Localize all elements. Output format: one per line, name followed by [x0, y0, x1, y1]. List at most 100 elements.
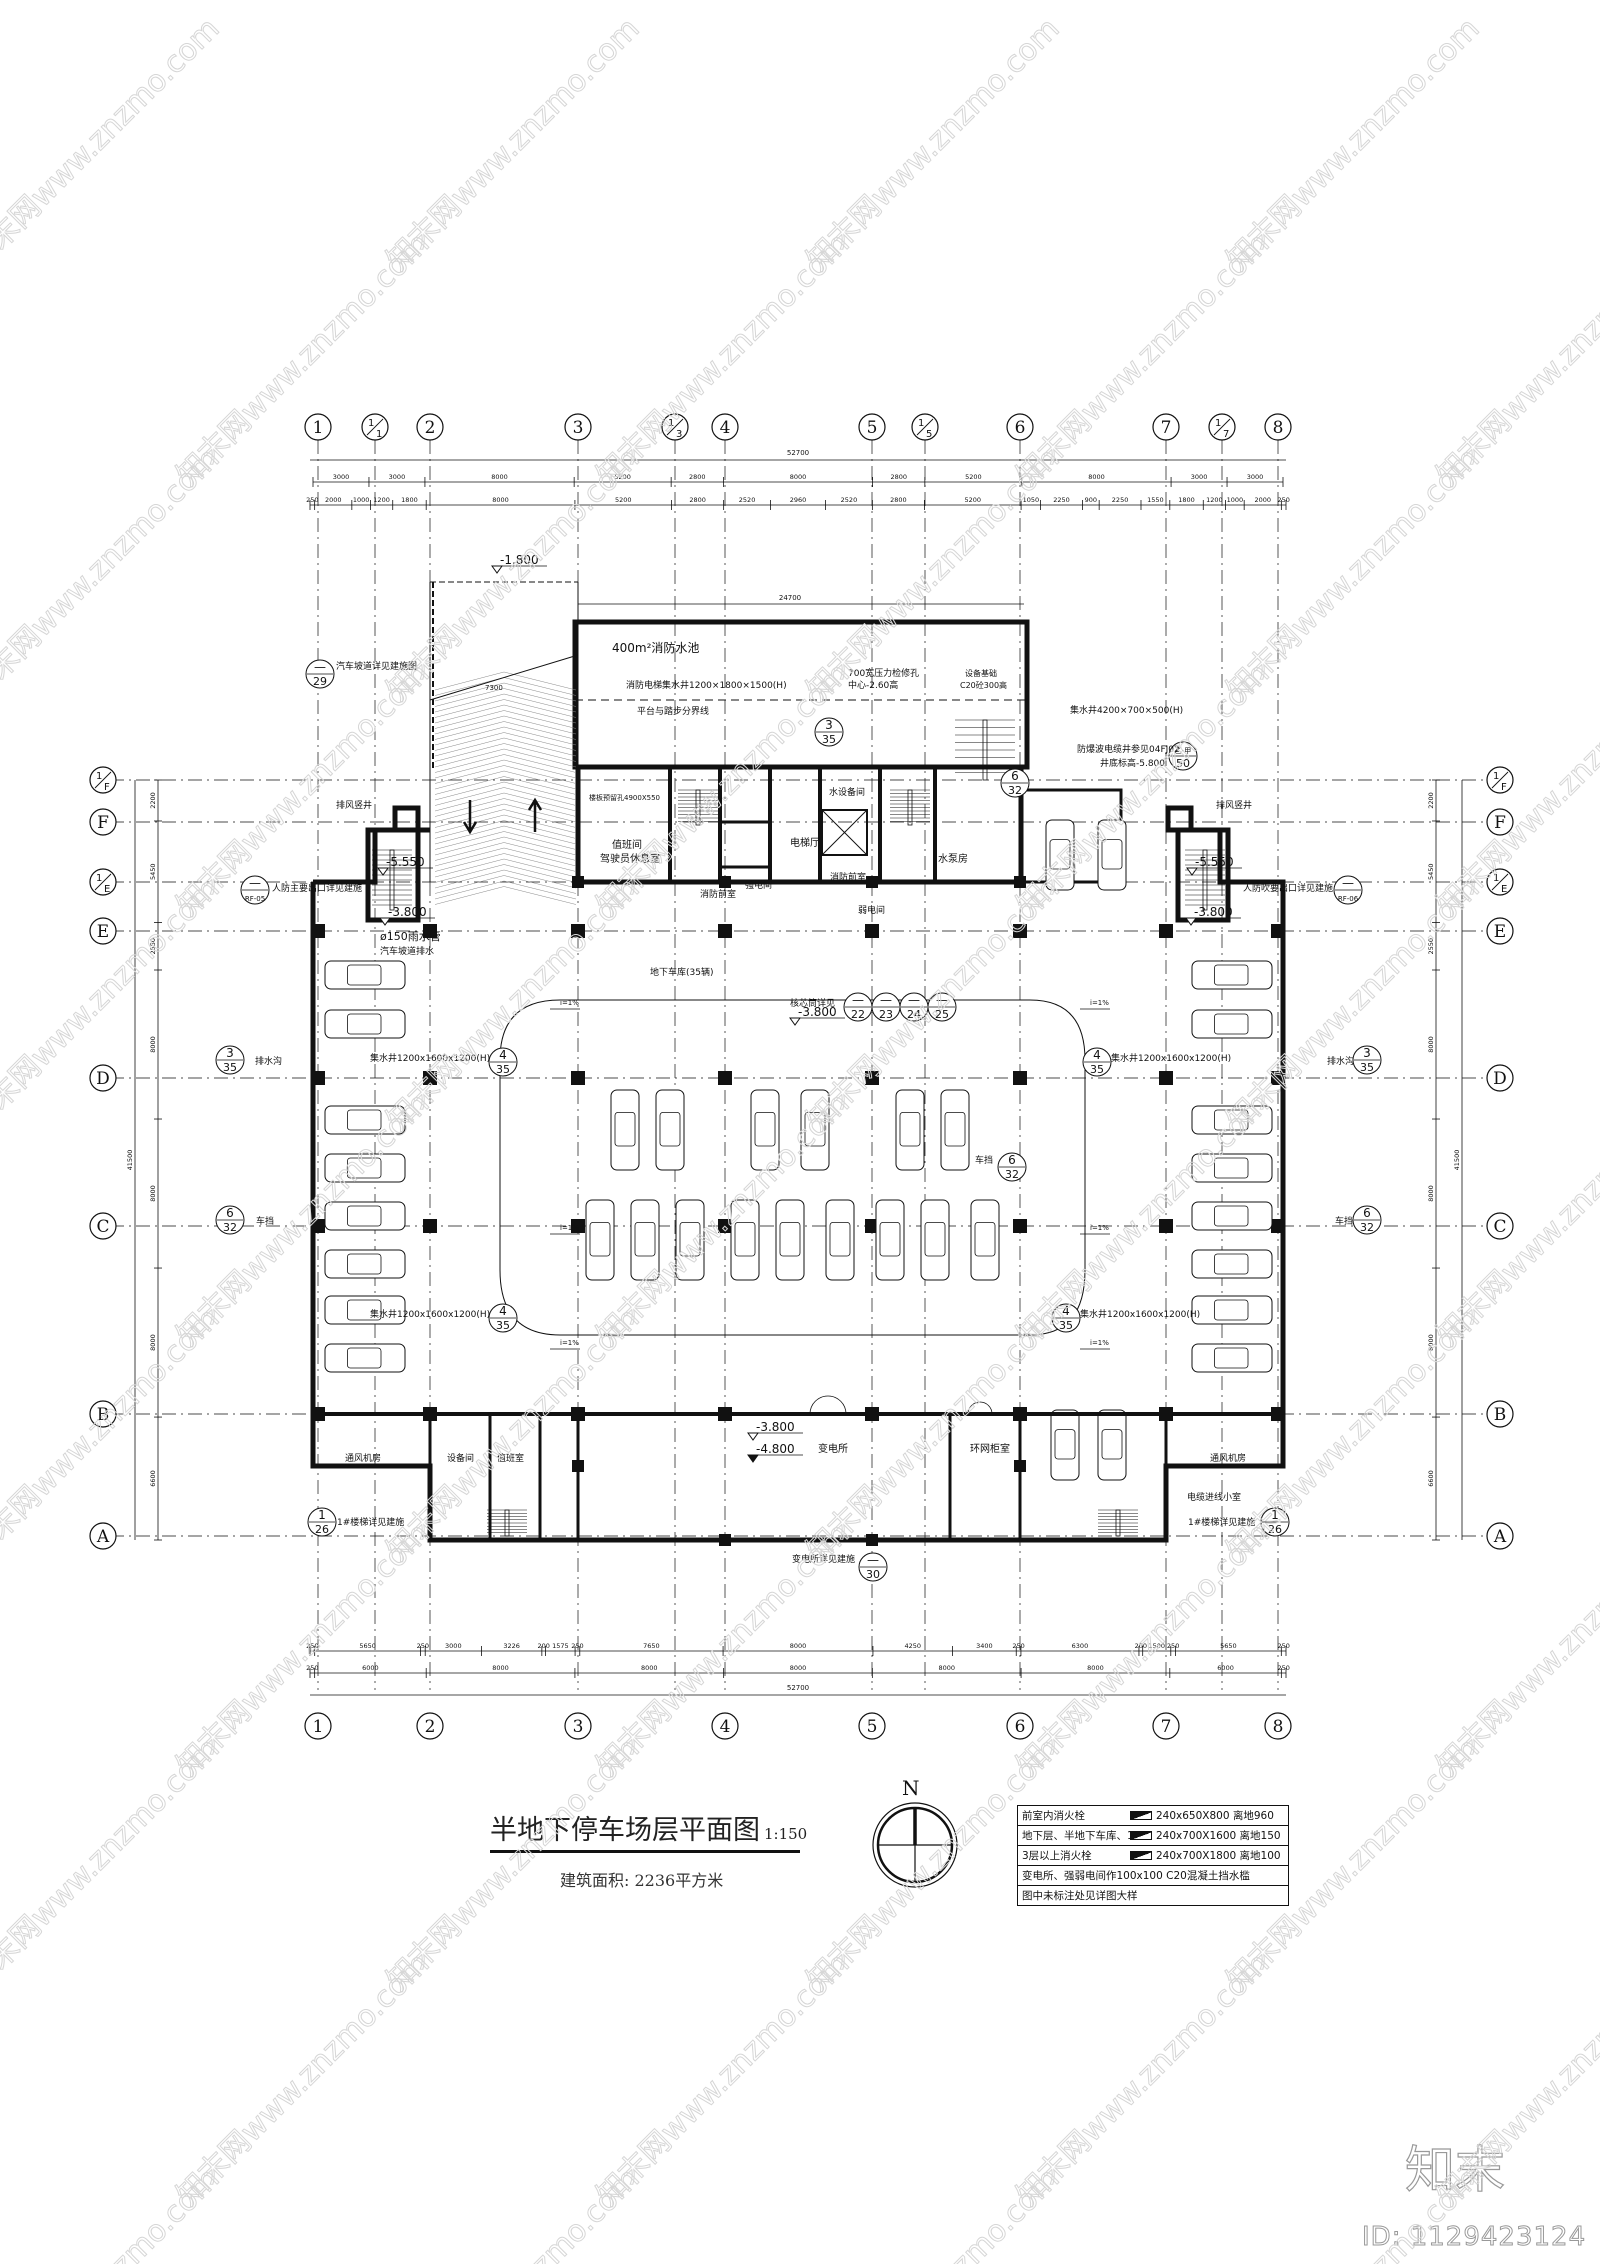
dimension-value: 6000	[1217, 1664, 1234, 1672]
dimension-value: 6600	[1427, 1470, 1435, 1487]
label: 50	[1176, 757, 1190, 770]
label: 1	[376, 429, 382, 440]
elevation-icon	[491, 565, 503, 574]
structural-column	[1159, 924, 1173, 938]
room-label: 中心-2.60高	[848, 679, 898, 691]
car-icon	[775, 1199, 805, 1281]
label: 32	[1005, 1168, 1019, 1181]
label: 32	[223, 1221, 237, 1234]
dimension-value: 5650	[359, 1642, 376, 1650]
axis-bubble-top	[1006, 413, 1034, 441]
stair-icon	[487, 1509, 527, 1537]
room-label: 变电所	[818, 1442, 848, 1455]
room-label: 楼板预留孔4900X550	[589, 793, 660, 802]
structural-column	[865, 1071, 879, 1085]
car-icon	[324, 1201, 406, 1231]
label: 30	[866, 1568, 880, 1581]
room-label: 环网柜室	[970, 1442, 1010, 1455]
driving-aisle-loop	[499, 999, 1086, 1336]
room-label: 车挡	[256, 1215, 274, 1227]
label: 7	[1223, 429, 1229, 440]
ramp-down-arrow-icon	[462, 800, 478, 835]
car-icon	[630, 1199, 660, 1281]
exhaust-shaft-right	[1165, 805, 1194, 833]
structural-column	[423, 924, 437, 938]
label: 35	[223, 1061, 237, 1074]
structural-column	[719, 876, 731, 888]
axis-label: 2	[425, 418, 436, 438]
room-label: 核芯筒详见	[790, 997, 835, 1009]
car-icon	[1191, 1343, 1273, 1373]
axis-label: 2	[425, 1717, 436, 1737]
axis-bubble-left	[89, 808, 117, 836]
structural-column	[311, 1071, 325, 1085]
dimension-value: 8000	[149, 1185, 157, 1202]
structural-column	[718, 1219, 732, 1233]
label: 4	[499, 1304, 507, 1318]
label: —	[314, 660, 326, 674]
stair-icon	[890, 789, 930, 826]
axis-label: D	[96, 1069, 110, 1089]
dimension-value: 8000	[1427, 1334, 1435, 1351]
structural-column	[1271, 1219, 1285, 1233]
shaft	[718, 765, 772, 824]
dimension-value: 3000	[445, 1642, 462, 1650]
room-label: 驾驶员休息室	[600, 852, 660, 865]
axis-bubble-bottom	[1264, 1712, 1292, 1740]
axis-label: F	[97, 813, 109, 833]
room-label: 1#楼梯详见建施	[337, 1516, 404, 1528]
double-door-icon	[967, 1401, 993, 1415]
elevator-car	[821, 809, 868, 856]
stair-enclosure-right	[1175, 827, 1231, 923]
axis-label: 5	[867, 418, 878, 438]
room-label: 汽车坡道详见建施图	[336, 660, 417, 672]
car-icon	[800, 1089, 830, 1171]
dimension-value: 8000	[1427, 1036, 1435, 1053]
label: F	[104, 782, 110, 793]
axis-label: D	[1493, 1069, 1507, 1089]
dimension-value: 24700	[779, 594, 801, 602]
slope-label: i=1%	[1090, 999, 1109, 1007]
label: RF-05	[245, 895, 265, 903]
car-icon	[940, 1089, 970, 1171]
dimension-value: 8000	[790, 1664, 807, 1672]
label: 1	[96, 873, 102, 884]
car-icon	[1191, 1201, 1273, 1231]
room-label: 1#楼梯详见建施	[1188, 1516, 1255, 1528]
title-text: 半地下停车场层平面图	[490, 1815, 760, 1846]
car-icon	[1097, 1409, 1127, 1481]
legend-row: 地下层、半地下车库、1-3层内消火栓240x700X1600 离地150	[1018, 1826, 1288, 1846]
dimension-value: 1050	[1023, 496, 1040, 504]
dimension-value: 2200	[149, 792, 157, 809]
slope-label: i=1%	[1090, 1339, 1109, 1347]
dimension-value: 2800	[689, 496, 706, 504]
elevation-value: -1.800	[500, 553, 539, 567]
dimension-value: 7300	[485, 684, 503, 692]
dimension-value: 4250	[904, 1642, 921, 1650]
stair-icon	[955, 719, 1015, 781]
axis-bubble-right	[1486, 1212, 1514, 1240]
axis-bubble-left	[89, 917, 117, 945]
axis-label: A	[96, 1527, 110, 1547]
elevation-value: -3.800	[756, 1420, 795, 1434]
area-label: 建筑面积: 2236平方米	[560, 1871, 724, 1890]
label: 32	[1008, 784, 1022, 797]
car-icon	[825, 1199, 855, 1281]
label: 3	[825, 718, 833, 732]
hydrant-icon	[1130, 1811, 1152, 1820]
dimension-value: 8000	[149, 1036, 157, 1053]
label: 29	[313, 675, 327, 688]
axis-bubble-top	[1152, 413, 1180, 441]
dimension-value: 1500	[1148, 1642, 1165, 1650]
label: 1	[668, 418, 674, 429]
axis-label: C	[96, 1217, 109, 1237]
dimension-value: 1575	[552, 1642, 569, 1650]
structural-column	[1013, 1219, 1027, 1233]
dimension-value: 8000	[641, 1664, 658, 1672]
car-icon	[324, 1009, 406, 1039]
room-label: 设备间	[447, 1452, 474, 1464]
dimension-value: 2250	[1112, 496, 1129, 504]
